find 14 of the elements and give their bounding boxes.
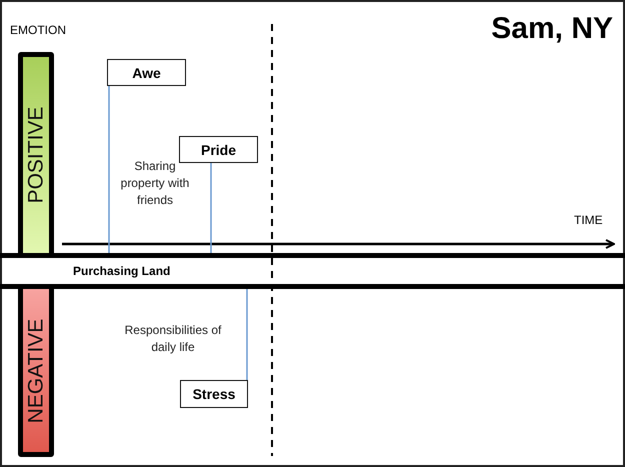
event-band	[0, 253, 625, 289]
emotion-axis-label: POSITIVE	[24, 106, 48, 204]
leader-line	[246, 288, 248, 380]
emotion-box: Awe	[107, 59, 186, 86]
emotion-box: Stress	[180, 380, 248, 408]
leader-line	[210, 163, 212, 254]
title: Sam, NY	[491, 12, 613, 46]
emotion-axis-label: NEGATIVE	[24, 318, 48, 423]
event-description: Responsibilities of daily life	[124, 322, 222, 356]
axis-label: TIME	[574, 213, 603, 227]
axis-label: EMOTION	[10, 23, 66, 37]
emotion-box: Pride	[179, 136, 258, 163]
leader-line	[108, 86, 110, 254]
event-label: Purchasing Land	[73, 264, 170, 278]
